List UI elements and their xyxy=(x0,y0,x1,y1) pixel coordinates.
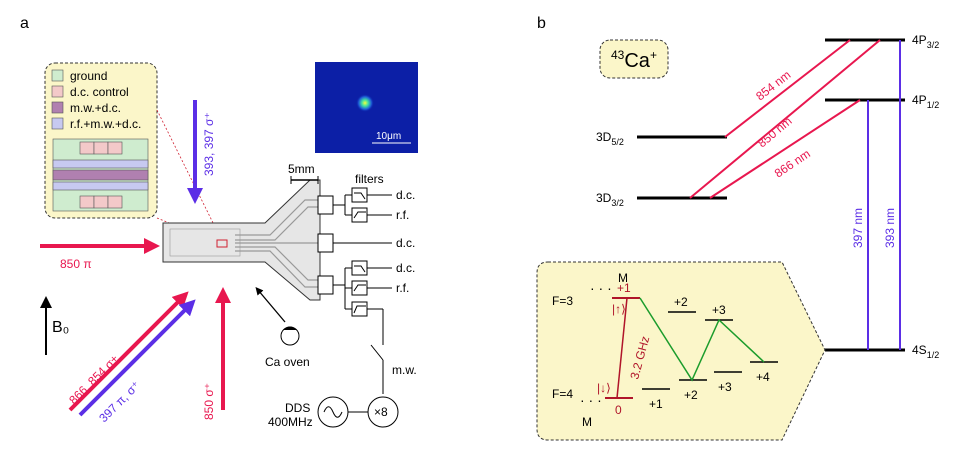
f3-label: F=3 xyxy=(552,294,573,308)
label-f3-plus3: +3 xyxy=(712,303,726,317)
m-label-bottom: M xyxy=(582,415,592,429)
svg-text:43Ca+: 43Ca+ xyxy=(611,48,657,72)
ca-oven xyxy=(255,287,300,346)
ca-oven-label: Ca oven xyxy=(265,355,310,369)
label-3d32: 3D3/2 xyxy=(596,191,624,208)
electrode-zoom xyxy=(52,138,149,212)
svg-text:r.f.+m.w.+d.c.: r.f.+m.w.+d.c. xyxy=(70,117,141,131)
label-f4-plus1: +1 xyxy=(649,397,663,411)
label-f3-plus1: +1 xyxy=(617,281,631,295)
label-854: 854 nm xyxy=(753,68,793,104)
label-f4-plus4: +4 xyxy=(756,370,770,384)
beam-866-854 xyxy=(68,291,189,412)
dc-output-mid: d.c. xyxy=(396,236,415,250)
label-f4-plus3: +3 xyxy=(718,380,732,394)
beam-850-pi-label: 850 π xyxy=(60,257,92,271)
m-ellipsis-bottom: · · · xyxy=(580,392,602,408)
transition-854 xyxy=(724,39,851,138)
beam-393-397-label: 393, 397 σ⁺ xyxy=(202,112,216,176)
shelving-path xyxy=(639,297,765,382)
label-850: 850 nm xyxy=(755,114,795,150)
transition-850 xyxy=(689,39,881,199)
dds-source xyxy=(317,396,368,428)
up-state-label: |↑⟩ xyxy=(612,302,626,316)
label-3d52: 3D5/2 xyxy=(596,130,624,147)
zoom-line xyxy=(156,109,224,244)
electrode-legend: ground d.c. control m.w.+d.c. r.f.+m.w.+… xyxy=(44,62,158,219)
mw-label: m.w. xyxy=(392,363,417,377)
ion-image: 10μm xyxy=(315,62,418,153)
ion-label: 43Ca+ xyxy=(599,39,669,79)
label-4s12: 4S1/2 xyxy=(912,343,939,360)
down-state-label: |↓⟩ xyxy=(597,381,611,395)
legend-item-ground: ground xyxy=(51,69,107,83)
rf-output-2: r.f. xyxy=(396,281,409,295)
b-field-label: B₀ xyxy=(52,319,69,336)
dc-output-1: d.c. xyxy=(396,188,415,202)
connections xyxy=(317,187,392,394)
legend-item-dc-control: d.c. control xyxy=(51,85,129,99)
legend-item-rf-mw-dc: r.f.+m.w.+d.c. xyxy=(51,117,141,131)
label-f4-plus2: +2 xyxy=(684,388,698,402)
svg-text:m.w.+d.c.: m.w.+d.c. xyxy=(70,101,121,115)
label-397: 397 nm xyxy=(851,208,865,248)
dc-output-2: d.c. xyxy=(396,261,415,275)
svg-text:d.c. control: d.c. control xyxy=(70,85,129,99)
qubit-transition xyxy=(616,297,628,399)
svg-text:×8: ×8 xyxy=(374,405,388,419)
beam-397 xyxy=(78,299,196,417)
label-393: 393 nm xyxy=(883,208,897,248)
hyperfine-box xyxy=(536,261,826,441)
filters-label: filters xyxy=(355,172,384,186)
svg-text:ground: ground xyxy=(70,69,107,83)
dds-label: DDS xyxy=(285,401,310,415)
m-ellipsis-top: · · · xyxy=(590,280,612,296)
trap-chip xyxy=(162,179,321,301)
m-label-top: M xyxy=(618,271,628,285)
panel-a-label: a xyxy=(20,15,29,32)
image-scale-label: 10μm xyxy=(376,131,401,142)
transition-866 xyxy=(709,99,861,199)
scale-bar-5mm: 5mm xyxy=(288,162,319,184)
label-4p12: 4P1/2 xyxy=(912,93,939,110)
panel-b-label: b xyxy=(537,15,546,32)
rf-output-1: r.f. xyxy=(396,208,409,222)
dds-freq-label: 400MHz xyxy=(268,415,313,429)
label-866: 866 nm xyxy=(772,146,813,180)
label-f3-plus2: +2 xyxy=(674,295,688,309)
legend-item-mw-dc: m.w.+d.c. xyxy=(51,101,121,115)
beam-850-sigma-label: 850 σ⁺ xyxy=(202,383,216,420)
beam-397-label: 397 π, σ⁺ xyxy=(96,378,143,425)
svg-text:5mm: 5mm xyxy=(288,162,315,176)
frequency-multiplier: ×8 xyxy=(367,396,399,428)
f4-label: F=4 xyxy=(552,387,573,401)
label-4p32: 4P3/2 xyxy=(912,33,939,50)
label-f4-0: 0 xyxy=(615,403,622,417)
